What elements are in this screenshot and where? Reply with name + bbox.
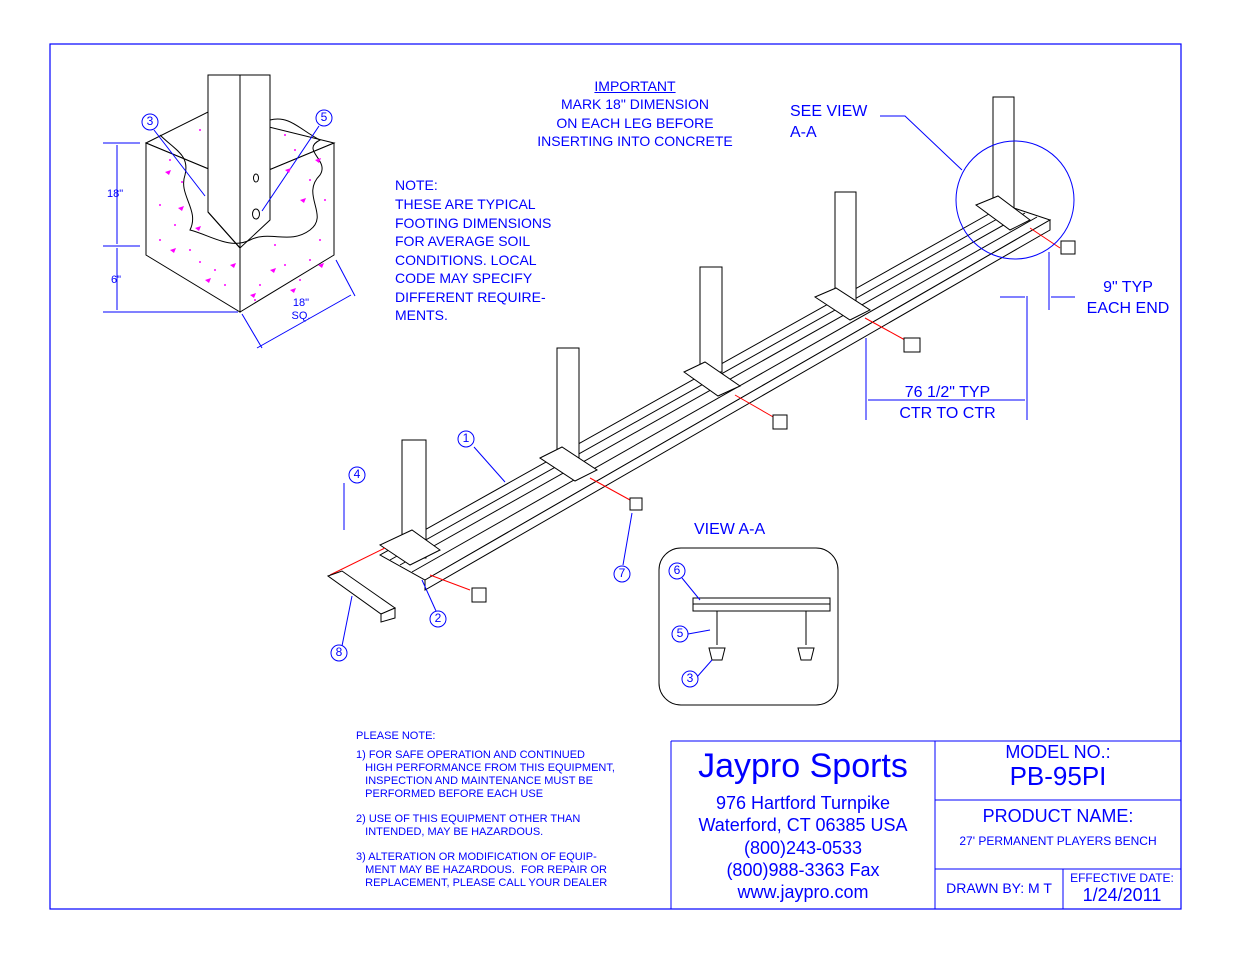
balloon-7-label: 7 xyxy=(618,566,626,580)
balloon-6-aa xyxy=(668,562,686,580)
end-caps xyxy=(471,240,1076,603)
please-note-title: PLEASE NOTE: xyxy=(356,730,436,742)
title-block-lines xyxy=(670,740,1181,909)
dim-18-label: 18" xyxy=(107,188,124,200)
dim-18-sq-label: 18" SQ. xyxy=(291,297,311,322)
leaders xyxy=(341,115,963,647)
balloon-3-aa-label: 3 xyxy=(686,671,694,685)
bench-frame xyxy=(378,96,1052,591)
concrete-hatch xyxy=(159,129,326,301)
typ-9-callout: 9" TYP EACH END xyxy=(1086,279,1170,317)
product-value: 27' PERMANENT PLAYERS BENCH xyxy=(959,834,1157,848)
balloon-3-aa xyxy=(681,670,699,688)
balloon-1-label: 1 xyxy=(462,431,470,445)
trim-piece xyxy=(326,570,397,623)
cut-lines xyxy=(329,227,1061,591)
balloon-6-aa-label: 6 xyxy=(673,563,681,577)
note-title: NOTE: xyxy=(395,177,438,193)
dim-6-label: 6" xyxy=(111,274,122,286)
balloon-4 xyxy=(348,466,366,484)
company-fax: (800)988-3363 Fax xyxy=(726,860,880,880)
please-note-2: 2) USE OF THIS EQUIPMENT OTHER THAN INTE… xyxy=(356,813,581,838)
balloon-3-label: 3 xyxy=(146,114,154,128)
bench-dimensions xyxy=(865,252,1075,420)
balloon-4-label: 4 xyxy=(353,467,361,481)
balloon-8-label: 8 xyxy=(335,645,343,659)
company-website: www.jaypro.com xyxy=(737,882,869,902)
balloon-5-aa xyxy=(671,625,689,643)
balloon-3 xyxy=(141,113,159,131)
view-aa-label: VIEW A-A xyxy=(694,521,766,538)
footing-dimensions xyxy=(103,142,356,349)
footing-detail xyxy=(144,74,336,313)
view-aa-leaders xyxy=(681,577,713,678)
company-phone: (800)243-0533 xyxy=(743,838,863,858)
ctr-to-ctr-callout: 76 1/2" TYP CTR TO CTR xyxy=(899,384,996,422)
company-name: Jaypro Sports xyxy=(698,747,908,785)
effective-label: EFFECTIVE DATE: xyxy=(1070,871,1174,885)
balloon-5 xyxy=(315,109,333,127)
detail-circle xyxy=(955,140,1075,260)
model-value: PB-95PI xyxy=(1009,761,1107,791)
model-label: MODEL NO.: xyxy=(1005,742,1111,762)
drawn-by: DRAWN BY: M T xyxy=(946,880,1052,896)
balloon-8 xyxy=(330,644,348,662)
balloon-5-label: 5 xyxy=(320,110,328,124)
important-body: MARK 18" DIMENSION ON EACH LEG BEFORE IN… xyxy=(537,96,733,149)
balloon-7 xyxy=(613,565,631,583)
balloon-2 xyxy=(429,610,447,628)
view-aa-frame xyxy=(658,547,839,706)
effective-value: 1/24/2011 xyxy=(1082,885,1162,905)
drawing-border xyxy=(49,43,1182,910)
balloon-1 xyxy=(457,430,475,448)
important-title: IMPORTANT xyxy=(594,78,676,94)
balloon-2-label: 2 xyxy=(434,611,442,625)
product-label: PRODUCT NAME: xyxy=(982,806,1134,826)
please-note-1: 1) FOR SAFE OPERATION AND CONTINUED HIGH… xyxy=(356,749,615,800)
company-address-2: Waterford, CT 06385 USA xyxy=(698,815,908,835)
see-view-callout: SEE VIEW A-A xyxy=(790,103,868,141)
view-aa-section xyxy=(692,597,831,661)
note-body: THESE ARE TYPICAL FOOTING DIMENSIONS FOR… xyxy=(395,196,552,323)
please-note-3: 3) ALTERATION OR MODIFICATION OF EQUIP- … xyxy=(356,851,608,889)
balloon-5-aa-label: 5 xyxy=(676,626,684,640)
balloons xyxy=(141,109,699,688)
company-address-1: 976 Hartford Turnpike xyxy=(715,793,891,813)
